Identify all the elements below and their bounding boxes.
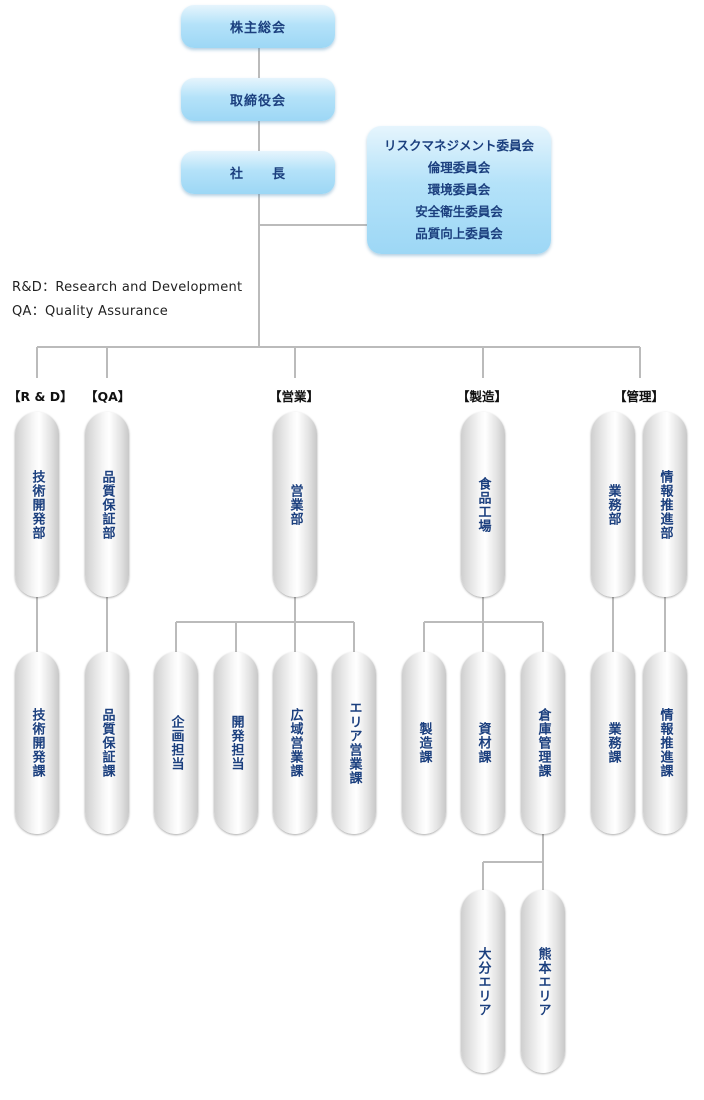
section-materials: 資材課 [461,652,505,834]
section-warehouse: 倉庫管理課 [521,652,565,834]
section-info-label: 情報推進課 [657,708,673,778]
committee-item: 倫理委員会 [427,160,491,175]
legend-rd: R&D：Research and Development [12,280,243,295]
area-kumamoto: 熊本エリア [521,890,565,1073]
shareholders-meeting-box: 株主総会 [181,5,335,48]
president-box: 社 長 [181,151,335,194]
committee-item: 品質向上委員会 [415,226,503,241]
dept-info: 情報推進部 [643,412,687,597]
section-planning-label: 企画担当 [168,715,184,771]
category-qa: 【QA】 [85,389,131,404]
category-rd: 【R & D】 [8,389,73,404]
section-production-label: 製造課 [416,722,432,764]
dept-business-label: 業務部 [605,483,621,526]
category-manufacturing: 【製造】 [457,389,508,404]
section-area-sales: エリア営業課 [332,652,376,834]
section-area-sales-label: エリア営業課 [346,701,362,785]
section-development-label: 開発担当 [228,715,244,771]
section-planning: 企画担当 [154,652,198,834]
dept-business: 業務部 [591,412,635,597]
area-oita-label: 大分エリア [475,946,491,1017]
dept-food-factory: 食品工場 [461,412,505,597]
area-oita: 大分エリア [461,890,505,1073]
dept-sales: 営業部 [273,412,317,597]
dept-food-factory-label: 食品工場 [475,476,491,533]
committees-box: リスクマネジメント委員会 倫理委員会 環境委員会 安全衛生委員会 品質向上委員会 [367,126,551,254]
dept-sales-label: 営業部 [287,483,303,526]
section-tech-dev: 技術開発課 [15,652,59,834]
section-development: 開発担当 [214,652,258,834]
legend-qa: QA：Quality Assurance [12,304,169,319]
dept-tech-dev: 技術開発部 [15,412,59,597]
dept-quality: 品質保証部 [85,412,129,597]
area-kumamoto-label: 熊本エリア [535,946,551,1017]
category-sales: 【営業】 [269,389,320,404]
dept-info-label: 情報推進部 [657,469,673,540]
shareholders-meeting-label: 株主総会 [229,21,286,36]
board-of-directors-box: 取締役会 [181,78,335,121]
section-quality-label: 品質保証課 [99,708,115,778]
section-quality: 品質保証課 [85,652,129,834]
president-label: 社 長 [229,167,286,182]
section-info: 情報推進課 [643,652,687,834]
committee-item: 環境委員会 [427,182,491,197]
category-management: 【管理】 [614,389,665,404]
section-business-label: 業務課 [605,722,621,764]
committee-item: 安全衛生委員会 [415,204,503,219]
section-wide-sales: 広域営業課 [273,652,317,834]
section-warehouse-label: 倉庫管理課 [535,708,551,778]
dept-quality-label: 品質保証部 [99,469,115,540]
section-materials-label: 資材課 [475,722,491,764]
section-business: 業務課 [591,652,635,834]
board-of-directors-label: 取締役会 [229,94,286,109]
section-wide-sales-label: 広域営業課 [287,708,303,778]
committee-item: リスクマネジメント委員会 [383,138,534,153]
dept-tech-dev-label: 技術開発部 [29,469,45,540]
section-production: 製造課 [402,652,446,834]
section-tech-dev-label: 技術開発課 [29,708,45,778]
